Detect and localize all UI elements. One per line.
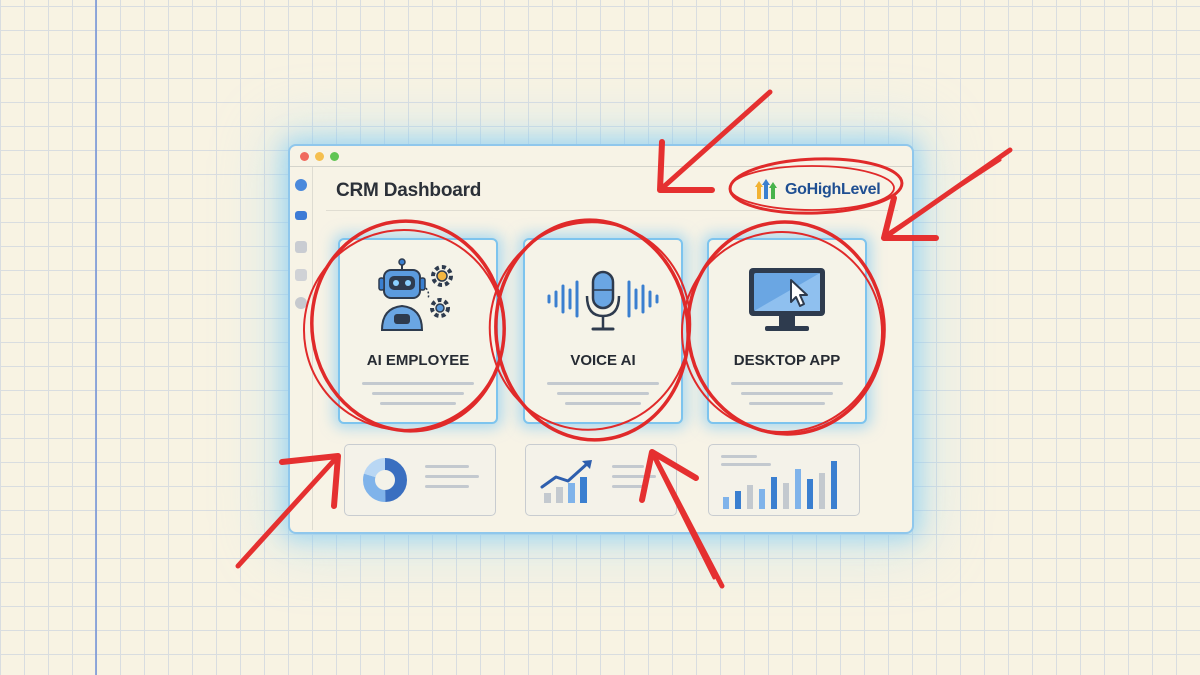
sidebar-users-icon[interactable] <box>295 241 307 253</box>
widget-text-line <box>612 475 656 478</box>
card-text-line <box>749 402 825 405</box>
sidebar <box>290 167 313 530</box>
card-text-line <box>380 402 456 405</box>
page-title: CRM Dashboard <box>336 180 482 201</box>
widget-text-line <box>721 463 771 466</box>
sidebar-settings-icon[interactable] <box>295 297 307 309</box>
sidebar-chat-icon[interactable] <box>295 269 307 281</box>
trend-widget[interactable] <box>525 444 677 516</box>
gohighlevel-logo: GoHighLevel <box>755 176 905 204</box>
card-text-line <box>557 392 649 395</box>
monitor-cursor-icon <box>749 268 825 331</box>
card-text-line <box>362 382 474 385</box>
card-text-line <box>731 382 843 385</box>
sidebar-folder-icon[interactable] <box>295 211 307 220</box>
sidebar-profile-icon[interactable] <box>295 179 307 191</box>
donut-widget[interactable] <box>344 444 496 516</box>
header-divider <box>326 210 898 211</box>
voice-ai-label: VOICE AI <box>570 352 636 369</box>
bar-chart-icon <box>723 461 837 509</box>
card-text-line <box>741 392 833 395</box>
desktop-app-label: DESKTOP APP <box>733 352 841 369</box>
donut-chart-icon <box>363 458 407 502</box>
card-text-line <box>372 392 464 395</box>
widget-text-line <box>612 465 644 468</box>
card-text-line <box>547 382 659 385</box>
close-window-button[interactable] <box>300 152 309 161</box>
notebook-margin-line <box>95 0 97 675</box>
widget-text-line <box>425 485 469 488</box>
microphone-soundwave-icon <box>547 270 659 331</box>
crm-dashboard-window: CRM Dashboard GoHighLevel AI <box>288 144 914 534</box>
minimize-window-button[interactable] <box>315 152 324 161</box>
bar-chart-widget[interactable] <box>708 444 860 516</box>
card-text-line <box>565 402 641 405</box>
trend-line-chart-icon <box>540 460 592 503</box>
widget-text-line <box>612 485 644 488</box>
widget-text-line <box>425 465 469 468</box>
window-titlebar <box>290 146 912 167</box>
maximize-window-button[interactable] <box>330 152 339 161</box>
robot-with-gears-icon <box>378 258 453 331</box>
brand-name: GoHighLevel <box>785 181 881 198</box>
voice-ai-card[interactable]: VOICE AI <box>523 238 683 424</box>
widget-text-line <box>721 455 757 458</box>
ai-employee-card[interactable]: AI EMPLOYEE <box>338 238 498 424</box>
widget-text-line <box>425 475 479 478</box>
gohighlevel-arrows-icon <box>755 179 777 199</box>
desktop-app-card[interactable]: DESKTOP APP <box>707 238 867 424</box>
ai-employee-label: AI EMPLOYEE <box>366 352 470 369</box>
